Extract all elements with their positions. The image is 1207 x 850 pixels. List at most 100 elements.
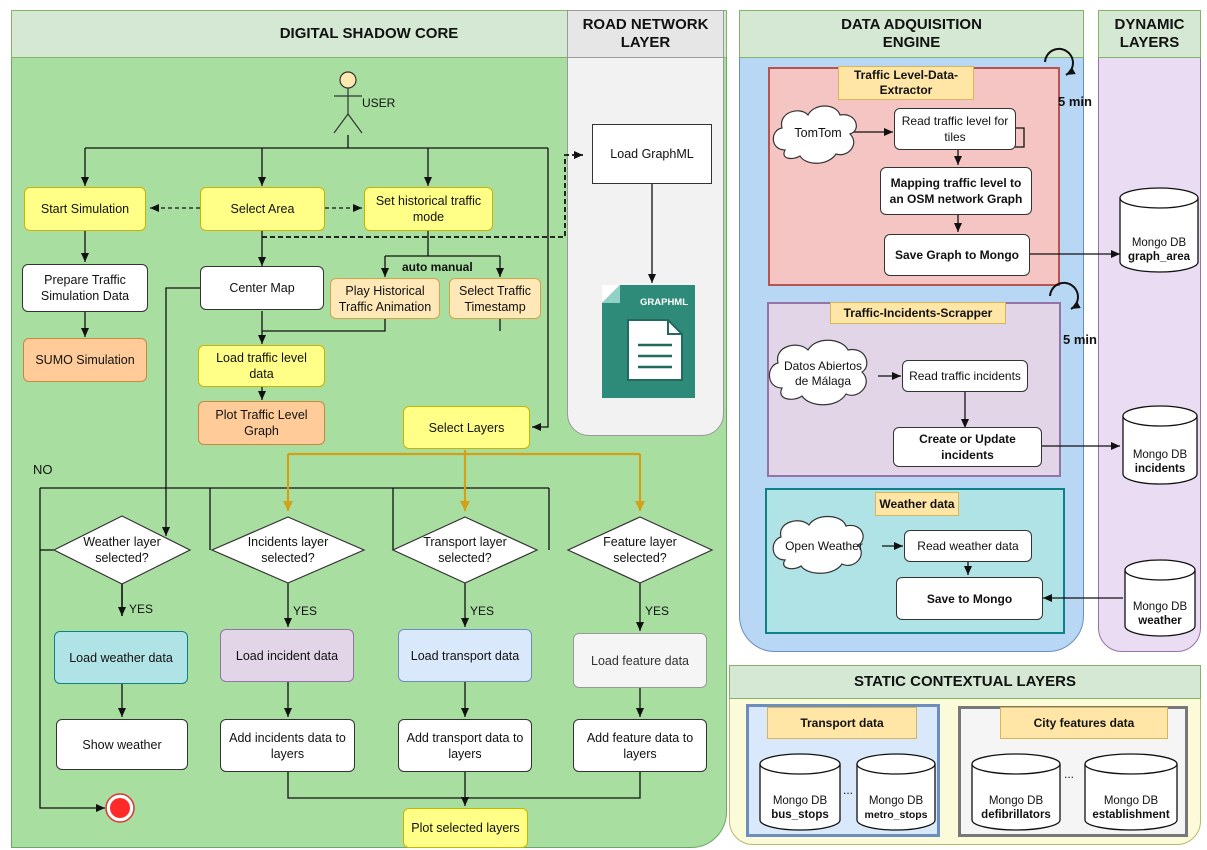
save-graph-node[interactable]: Save Graph to Mongo	[884, 234, 1030, 276]
load-incident-node[interactable]: Load incident data	[220, 629, 354, 682]
datos-cloud-shape	[768, 339, 868, 406]
data-acquisition-header: DATA ADQUISITION ENGINE	[739, 10, 1084, 58]
transport-ellipsis: ...	[843, 783, 854, 797]
read-weather-node[interactable]: Read weather data	[904, 530, 1032, 562]
load-feature-node[interactable]: Load feature data	[573, 633, 707, 688]
mapping-text-pre: Mapping traffic level to an OSM network	[889, 176, 1022, 206]
city-features-title: City features data	[1000, 707, 1168, 739]
feature-decision-shape	[566, 516, 714, 584]
datos-abiertos-source: Datos Abiertos de Málaga	[783, 359, 863, 388]
sumo-simulation-node[interactable]: SUMO Simulation	[23, 338, 147, 382]
establishment-db-shape	[1084, 753, 1178, 831]
incidents-db-shape	[1122, 405, 1198, 485]
defibrillators-db-name: Mongo DB	[988, 795, 1044, 807]
weather-decision[interactable]: Weather layer selected?	[83, 535, 161, 565]
mapping-traffic-text: Mapping traffic level to an OSM network …	[885, 175, 1027, 207]
bus-stops-db-collection: bus_stops	[771, 809, 829, 821]
five-min-label-2: 5 min	[1063, 332, 1097, 347]
user-label: USER	[362, 96, 396, 110]
add-transport-node[interactable]: Add transport data to layers	[398, 719, 532, 772]
bus-stops-db-shape	[759, 753, 841, 831]
traffic-extractor-title: Traffic Level-Data-Extractor	[838, 66, 974, 100]
defibrillators-db[interactable]: Mongo DB defibrillators	[972, 770, 1060, 830]
bus-stops-db-name: Mongo DB	[772, 795, 828, 807]
start-simulation-node[interactable]: Start Simulation	[24, 187, 146, 231]
yes-label-transport: YES	[470, 604, 495, 618]
incidents-db-collection: incidents	[1134, 463, 1186, 475]
graph-area-db-name: Mongo DB	[1131, 237, 1187, 249]
graph-area-db-collection: graph_area	[1127, 251, 1190, 263]
graphml-file-label: GRAPHML	[640, 297, 689, 308]
weather-data-title: Weather data	[875, 492, 959, 516]
graphml-file-icon	[602, 285, 695, 398]
transport-decision-shape	[391, 516, 539, 584]
dynamic-layers-header: DYNAMIC LAYERS	[1098, 10, 1201, 58]
plot-selected-layers-node[interactable]: Plot selected layers	[403, 808, 528, 848]
plot-traffic-level-node[interactable]: Plot Traffic Level Graph	[198, 401, 325, 445]
defibrillators-db-shape	[971, 753, 1061, 831]
select-layers-node[interactable]: Select Layers	[403, 406, 530, 449]
establishment-db[interactable]: Mongo DB establishment	[1085, 770, 1177, 830]
prepare-simulation-node[interactable]: Prepare Traffic Simulation Data	[22, 264, 148, 312]
transport-data-title: Transport data	[767, 707, 917, 739]
metro-stops-db-collection: metro_stops	[864, 809, 928, 821]
add-feature-node[interactable]: Add feature data to layers	[573, 719, 707, 772]
auto-manual-label: auto manual	[402, 260, 473, 274]
mapping-traffic-node[interactable]: Mapping traffic level to an OSM network …	[880, 167, 1032, 215]
yes-label-weather: YES	[129, 602, 154, 616]
yes-label-incidents: YES	[293, 604, 318, 618]
user-actor-icon	[333, 71, 363, 134]
metro-stops-db[interactable]: Mongo DB metro_stops	[857, 770, 935, 830]
openweather-cloud-shape	[772, 515, 864, 574]
weather-db[interactable]: Mongo DB weather	[1125, 574, 1195, 636]
establishment-db-name: Mongo DB	[1103, 795, 1159, 807]
incidents-decision[interactable]: Incidents layer selected?	[247, 535, 329, 565]
end-node-icon	[105, 793, 135, 823]
bus-stops-db[interactable]: Mongo DB bus_stops	[760, 770, 840, 830]
tomtom-source: TomTom	[794, 125, 842, 140]
city-ellipsis: ...	[1064, 767, 1075, 781]
incidents-decision-shape	[210, 516, 366, 584]
add-incidents-node[interactable]: Add incidents data to layers	[220, 719, 355, 772]
transport-decision[interactable]: Transport layer selected?	[423, 535, 507, 565]
metro-stops-db-name: Mongo DB	[868, 795, 924, 807]
dynamic-layers-panel	[1098, 10, 1201, 652]
incidents-db-name: Mongo DB	[1132, 449, 1188, 461]
static-layers-header: STATIC CONTEXTUAL LAYERS	[729, 665, 1201, 699]
five-min-label-1: 5 min	[1058, 94, 1092, 109]
graph-area-db[interactable]: Mongo DB graph_area	[1120, 204, 1198, 272]
incidents-scrapper-title: Traffic-Incidents-Scrapper	[830, 302, 1006, 324]
metro-stops-db-shape	[856, 753, 936, 831]
show-weather-node[interactable]: Show weather	[56, 719, 188, 770]
weather-db-shape	[1124, 559, 1196, 637]
tomtom-cloud-shape	[772, 105, 857, 164]
center-map-node[interactable]: Center Map	[200, 266, 324, 310]
set-historical-mode-node[interactable]: Set historical traffic mode	[364, 187, 493, 231]
load-graphml-node[interactable]: Load GraphML	[592, 124, 712, 184]
save-to-mongo-node[interactable]: Save to Mongo	[896, 577, 1043, 620]
select-area-node[interactable]: Select Area	[200, 187, 325, 231]
weather-db-name: Mongo DB	[1132, 601, 1188, 613]
read-traffic-node[interactable]: Read traffic level for tiles	[894, 108, 1016, 150]
weather-decision-shape	[52, 515, 192, 585]
graph-area-db-shape	[1119, 187, 1199, 273]
mapping-text-bold: Graph	[987, 192, 1023, 206]
incidents-db[interactable]: Mongo DB incidents	[1123, 420, 1197, 484]
defibrillators-db-collection: defibrillators	[981, 809, 1051, 821]
load-transport-node[interactable]: Load transport data	[398, 629, 532, 682]
road-network-header: ROAD NETWORK LAYER	[567, 10, 724, 58]
open-weather-source: Open Weather	[785, 538, 863, 553]
load-weather-node[interactable]: Load weather data	[54, 631, 188, 684]
weather-db-collection: weather	[1138, 615, 1182, 627]
establishment-db-collection: establishment	[1092, 809, 1170, 821]
yes-label-feature: YES	[645, 604, 670, 618]
feature-decision[interactable]: Feature layer selected?	[603, 535, 677, 565]
play-historical-node[interactable]: Play Historical Traffic Animation	[330, 278, 440, 319]
no-label: NO	[33, 462, 53, 477]
load-traffic-level-node[interactable]: Load traffic level data	[198, 345, 325, 387]
create-update-incidents-node[interactable]: Create or Update incidents	[893, 427, 1042, 467]
select-timestamp-node[interactable]: Select Traffic Timestamp	[449, 278, 541, 319]
read-incidents-node[interactable]: Read traffic incidents	[902, 360, 1028, 392]
